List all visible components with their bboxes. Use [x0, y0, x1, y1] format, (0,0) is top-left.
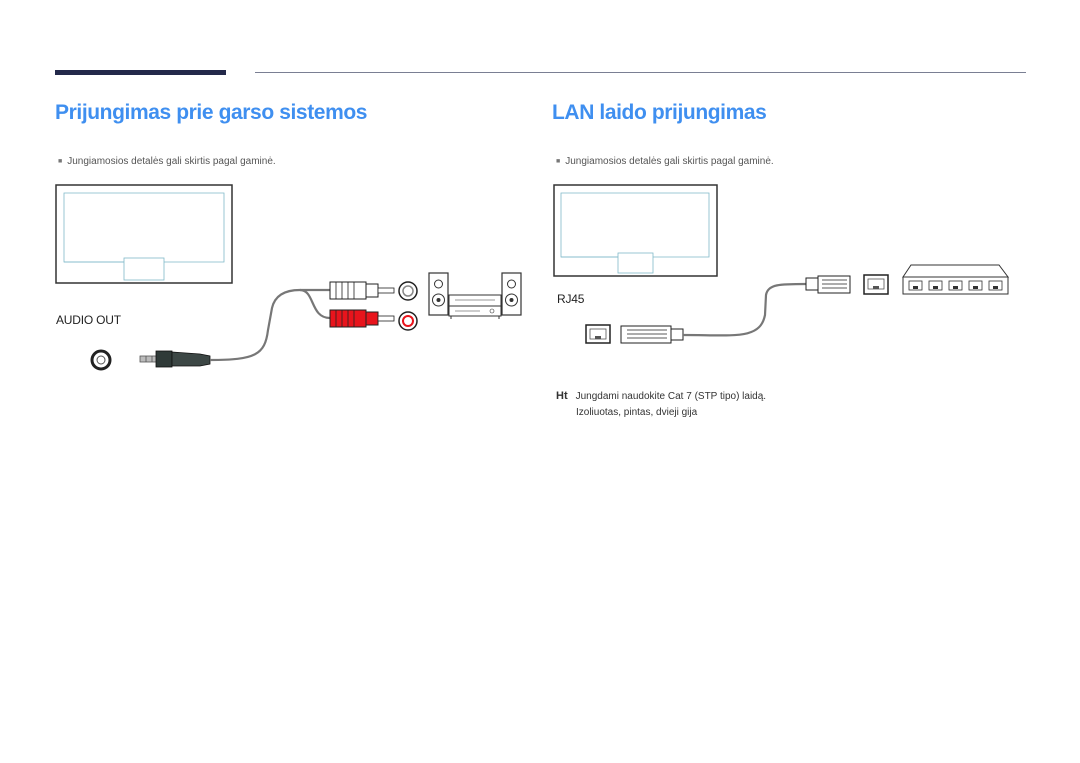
header-rule-thin	[255, 72, 1026, 73]
audio-jack-port-icon	[90, 349, 112, 371]
display-rear-icon	[553, 184, 718, 277]
lan-note-text: Jungiamosios detalės gali skirtis pagal …	[565, 156, 774, 167]
lan-port-icon	[585, 324, 611, 344]
cable-note-text1: Jungdami naudokite Cat 7 (STP tipo) laid…	[575, 391, 767, 402]
cable-note-line2: Izoliuotas, pintas, dvieji gija	[576, 407, 698, 418]
cable-note-line1: Ht Jungdami naudokite Cat 7 (STP tipo) la…	[556, 390, 766, 402]
stereo-system-icon	[428, 272, 522, 319]
network-switch-icon	[902, 264, 1009, 295]
audio-section-note: ■ Jungiamosios detalės gali skirtis pagal…	[58, 156, 276, 167]
lan-section-title: LAN laido prijungimas	[552, 101, 767, 124]
audio-note-text: Jungiamosios detalės gali skirtis pagal …	[67, 156, 276, 167]
note-bullet-icon: ■	[58, 158, 63, 165]
rca-ports-icon	[398, 281, 418, 331]
lan-port-icon	[863, 274, 889, 295]
cable-note-mark: Ht	[556, 390, 568, 402]
audio-out-label: AUDIO OUT	[56, 313, 121, 327]
rj45-label: RJ45	[557, 292, 585, 306]
stereo-mini-plug-icon	[139, 350, 211, 368]
lan-cable	[682, 282, 807, 337]
rj45-plug-icon	[620, 325, 684, 344]
audio-section-title: Prijungimas prie garso sistemos	[55, 101, 368, 124]
header-rule-thick	[55, 70, 226, 75]
rca-plugs-icon	[329, 281, 395, 328]
audio-cable-split	[299, 288, 331, 320]
lan-section-note: ■ Jungiamosios detalės gali skirtis pagal…	[556, 156, 774, 167]
rj45-plug-icon	[805, 275, 851, 294]
note-bullet-icon: ■	[556, 158, 561, 165]
display-rear-icon	[55, 184, 233, 284]
audio-cable	[209, 288, 330, 362]
